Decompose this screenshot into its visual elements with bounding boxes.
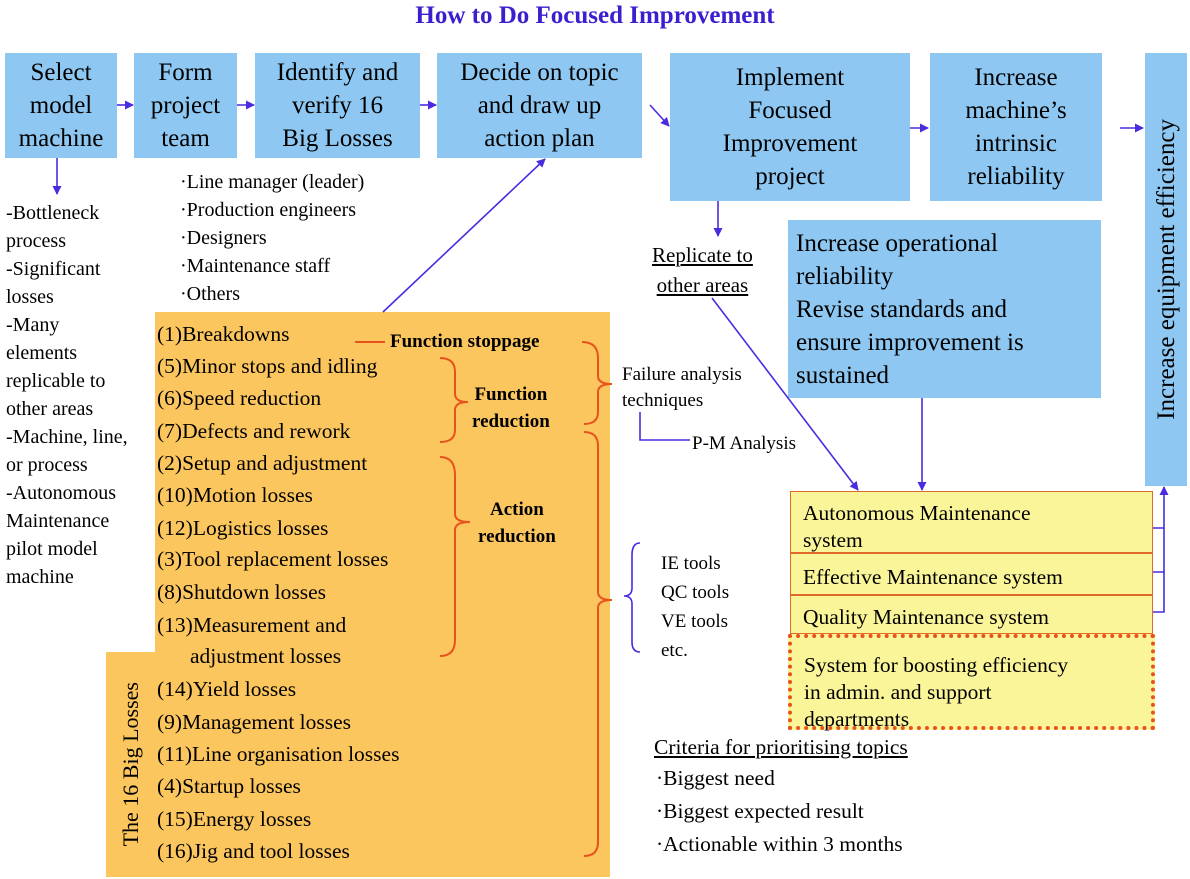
group-action-reduction: Action reduction [478,499,556,547]
connector [1153,528,1165,573]
loss-item: adjustment losses [190,644,342,668]
loss-item: (6)Speed reduction [157,386,322,410]
operational-reliability-box: Increase operational reliability Revise … [788,220,1101,398]
connector [1153,486,1169,529]
connector [639,412,690,441]
reduction-bracket [439,357,469,443]
criteria-item: ·Actionable within 3 months [656,832,903,856]
group-function-reduction: Function reduction [472,384,550,432]
operational-reliability-text: Increase operational reliability Revise … [796,229,1024,389]
losses-panel-tab [106,652,156,877]
tools-bracket [623,542,641,653]
system-autonomous-maintenance: Autonomous Maintenance system [790,491,1153,553]
loss-item: (13)Measurement and [157,613,347,637]
system-admin-support: System for boosting efficiency in admin.… [788,634,1155,731]
stoppage-bracket [581,341,613,425]
criteria-item: ·Biggest need [656,766,775,790]
criteria-item: ·Biggest expected result [656,799,864,823]
arrow [382,158,546,313]
loss-item: (4)Startup losses [157,774,301,798]
losses-panel [155,312,610,877]
step-label: Select model machine [18,59,104,152]
step-implement-project: Implement Focused Improvement project [670,53,910,201]
loss-item: (7)Defects and rework [157,419,351,443]
arrow [711,297,859,491]
step-label: Form project team [150,59,221,152]
step-form-project-team: Form project team [134,53,237,158]
replicate-label: Replicate to other areas [652,243,753,297]
loss-item: (11)Line organisation losses [157,742,400,766]
loss-item: (5)Minor stops and idling [157,354,378,378]
step-identify-losses: Identify and verify 16 Big Losses [255,53,420,158]
failure-analysis-techniques: Failure analysis techniques [622,364,742,411]
group-function-stoppage: Function stoppage [390,331,540,352]
system-quality-maintenance: Quality Maintenance system [790,595,1153,634]
loss-item: (8)Shutdown losses [157,580,327,604]
main-bracket [583,431,613,857]
step-label: Decide on topic and draw up action plan [460,59,619,152]
loss-item: (9)Management losses [157,710,352,734]
step-label: Identify and verify 16 Big Losses [276,59,399,152]
loss-item: (15)Energy losses [157,807,312,831]
loss-item: (12)Logistics losses [157,516,329,540]
model-machine-criteria: -Bottleneck process -Significant losses … [6,202,128,588]
connector [1153,572,1165,613]
goal-box: Increase equipment efficiency [1145,53,1187,486]
step-label: Increase machine’s intrinsic reliability [965,64,1067,190]
improvement-tools: IE tools QC tools VE tools etc. [661,553,730,661]
step-intrinsic-reliability: Increase machine’s intrinsic reliability [930,53,1102,201]
step-label: Implement Focused Improvement project [722,64,858,190]
loss-item: (10)Motion losses [157,483,313,507]
loss-item: (14)Yield losses [157,677,297,701]
loss-item: (16)Jig and tool losses [157,839,350,863]
system-effective-maintenance: Effective Maintenance system [790,553,1153,595]
page-title: How to Do Focused Improvement [415,2,775,29]
team-members: ·Line manager (leader) ·Production engin… [180,171,365,305]
criteria-title: Criteria for prioritising topics [654,735,908,759]
action-bracket [439,456,471,657]
loss-item: (1)Breakdowns [157,322,290,346]
loss-item: (3)Tool replacement losses [157,547,389,571]
step-select-model-machine: Select model machine [5,53,117,158]
step-decide-topic: Decide on topic and draw up action plan [437,53,642,158]
arrow [649,104,670,127]
loss-item: (2)Setup and adjustment [157,451,368,475]
pm-analysis: P-M Analysis [692,433,796,454]
